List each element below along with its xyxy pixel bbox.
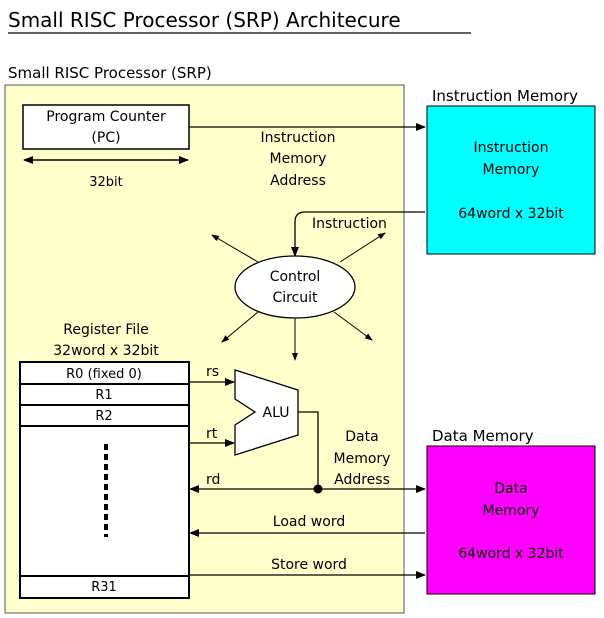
rt-label: rt [206, 426, 218, 442]
data-memory-size: 64word x 32bit [458, 546, 564, 562]
control-signal-arrow-upper-right [339, 232, 386, 263]
data-memory-label-line1: Data [494, 481, 527, 497]
rd-label: rd [206, 472, 220, 488]
data-memory-address-line2: Memory [334, 451, 391, 467]
instruction-memory-heading: Instruction Memory [432, 87, 578, 105]
instruction-memory-address-line3: Address [270, 173, 326, 189]
program-counter-label: Program Counter [46, 109, 166, 125]
program-counter-box [22, 104, 190, 150]
instruction-memory-address-line1: Instruction [261, 130, 336, 146]
instruction-memory-label-line1: Instruction [474, 140, 549, 156]
instruction-to-control-arrow [291, 211, 425, 257]
register-r2: R2 [95, 409, 112, 424]
store-word-label: Store word [271, 557, 347, 573]
alu-shape [234, 369, 299, 456]
register-file-size: 32word x 32bit [53, 343, 159, 359]
data-memory-address-line3: Address [334, 472, 390, 488]
rs-label: rs [206, 364, 219, 380]
control-signal-arrow-lower-right [333, 311, 373, 341]
alu-output-wire [298, 411, 319, 489]
register-r31: R31 [91, 580, 117, 595]
register-file-label: Register File [63, 322, 149, 338]
pc-width-label: 32bit [89, 175, 123, 190]
register-r0: R0 (fixed 0) [66, 367, 142, 382]
data-memory-heading: Data Memory [432, 427, 534, 445]
instruction-memory-label-line2: Memory [483, 162, 540, 178]
control-signal-arrow-upper-left [211, 234, 259, 263]
instruction-memory-address-line2: Memory [270, 151, 327, 167]
control-circuit-label-line2: Circuit [272, 290, 318, 306]
processor-label: Small RISC Processor (SRP) [8, 64, 212, 82]
alu-label: ALU [263, 405, 290, 421]
instruction-memory-size: 64word x 32bit [458, 206, 564, 222]
control-signal-arrow-lower-left [221, 311, 259, 343]
register-r1: R1 [95, 388, 112, 403]
load-word-label: Load word [273, 514, 345, 530]
control-circuit-label-line1: Control [270, 269, 321, 285]
control-circuit-ellipse [234, 255, 356, 319]
instruction-memory-box [426, 105, 596, 255]
data-memory-label-line2: Memory [483, 503, 540, 519]
program-counter-abbr: (PC) [91, 130, 120, 146]
data-memory-address-line1: Data [345, 429, 378, 445]
diagram-title: Small RISC Processor (SRP) Architecure [8, 8, 401, 32]
instruction-label: Instruction [312, 216, 387, 232]
data-memory-box [426, 445, 596, 595]
alu-junction-dot [313, 484, 323, 494]
